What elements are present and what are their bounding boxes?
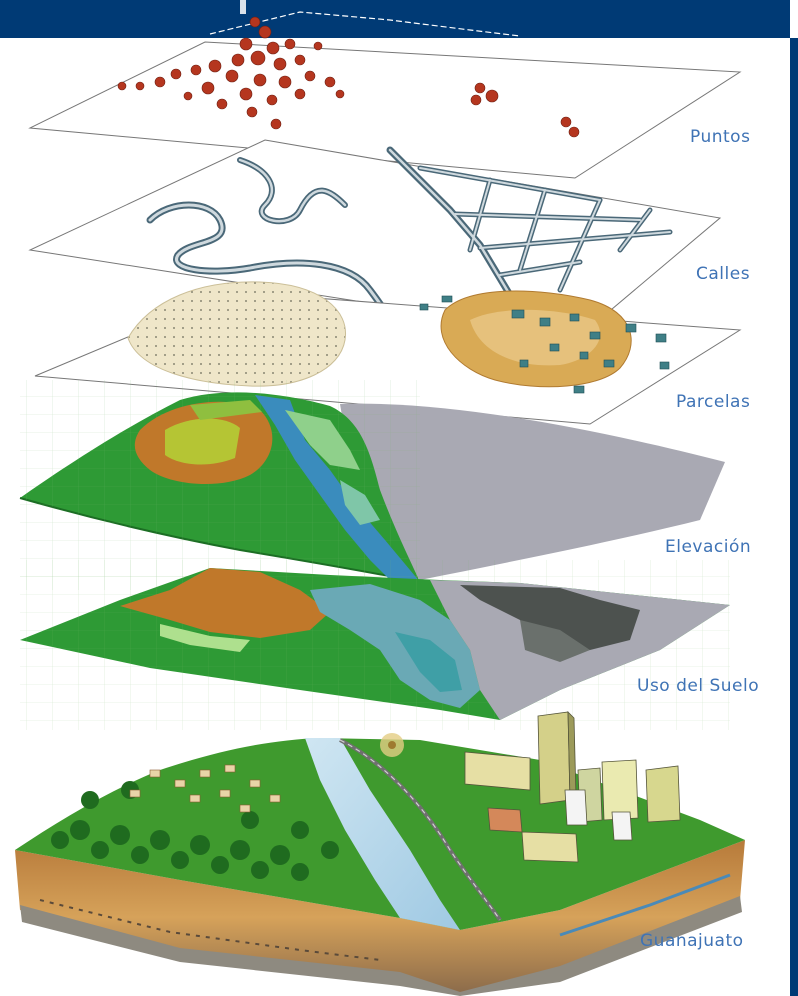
puntos-plane bbox=[28, 41, 742, 179]
parcel-blocks bbox=[419, 295, 670, 394]
terrain-soil bbox=[15, 840, 745, 995]
landuse-urban-dense bbox=[460, 585, 640, 650]
label-parcelas: Parcelas bbox=[676, 392, 751, 412]
elevation-river bbox=[255, 395, 420, 585]
layer-uso-del-suelo bbox=[20, 560, 730, 730]
village-houses bbox=[129, 764, 281, 813]
layer-elevacion bbox=[19, 380, 725, 590]
label-elevacion: Elevación bbox=[665, 537, 752, 557]
landuse-agriculture bbox=[120, 568, 330, 638]
layer-puntos bbox=[28, 16, 742, 179]
elevation-urban bbox=[340, 403, 725, 580]
header-bar bbox=[0, 0, 798, 38]
label-calles: Calles bbox=[696, 264, 751, 284]
label-uso-del-suelo: Uso del Suelo bbox=[637, 676, 760, 696]
point-markers bbox=[117, 16, 580, 138]
layer-guanajuato bbox=[15, 711, 745, 996]
label-guanajuato: Guanajuato bbox=[640, 931, 744, 951]
river-channel bbox=[305, 738, 460, 930]
city-buildings bbox=[464, 711, 681, 863]
forest-trees bbox=[51, 781, 339, 881]
header-sketch-line bbox=[209, 11, 521, 37]
label-puntos: Puntos bbox=[690, 127, 751, 147]
